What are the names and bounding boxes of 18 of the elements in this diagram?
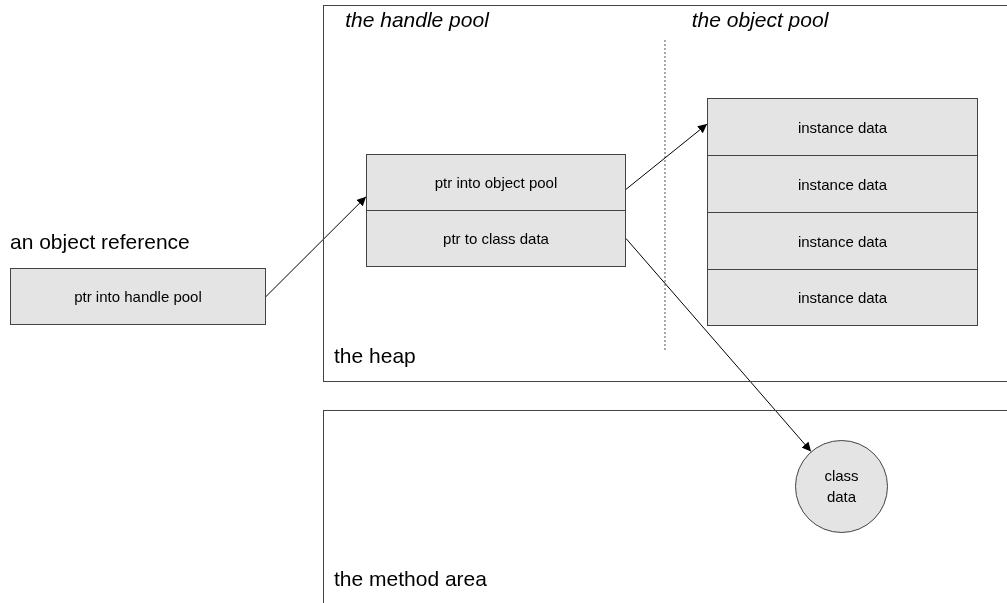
memory-cell: instance data	[707, 269, 978, 326]
pointer-box: ptr into handle pool	[10, 268, 266, 325]
memory-region	[323, 5, 1007, 382]
region-title: the heap	[334, 344, 416, 368]
class-data-circle: class data	[795, 440, 888, 533]
memory-cell: ptr into object pool	[366, 154, 626, 211]
memory-cell: ptr to class data	[366, 210, 626, 267]
arrow	[625, 123, 708, 190]
memory-cell: instance data	[707, 98, 978, 156]
pool-title: the handle pool	[345, 8, 489, 32]
region-title: the method area	[334, 567, 487, 591]
memory-cell: instance data	[707, 155, 978, 213]
memory-cell: instance data	[707, 212, 978, 270]
arrow	[265, 196, 367, 297]
memory-region	[323, 410, 1007, 603]
arrow	[625, 238, 812, 452]
heading: an object reference	[10, 230, 190, 254]
pool-title: the object pool	[691, 8, 829, 32]
